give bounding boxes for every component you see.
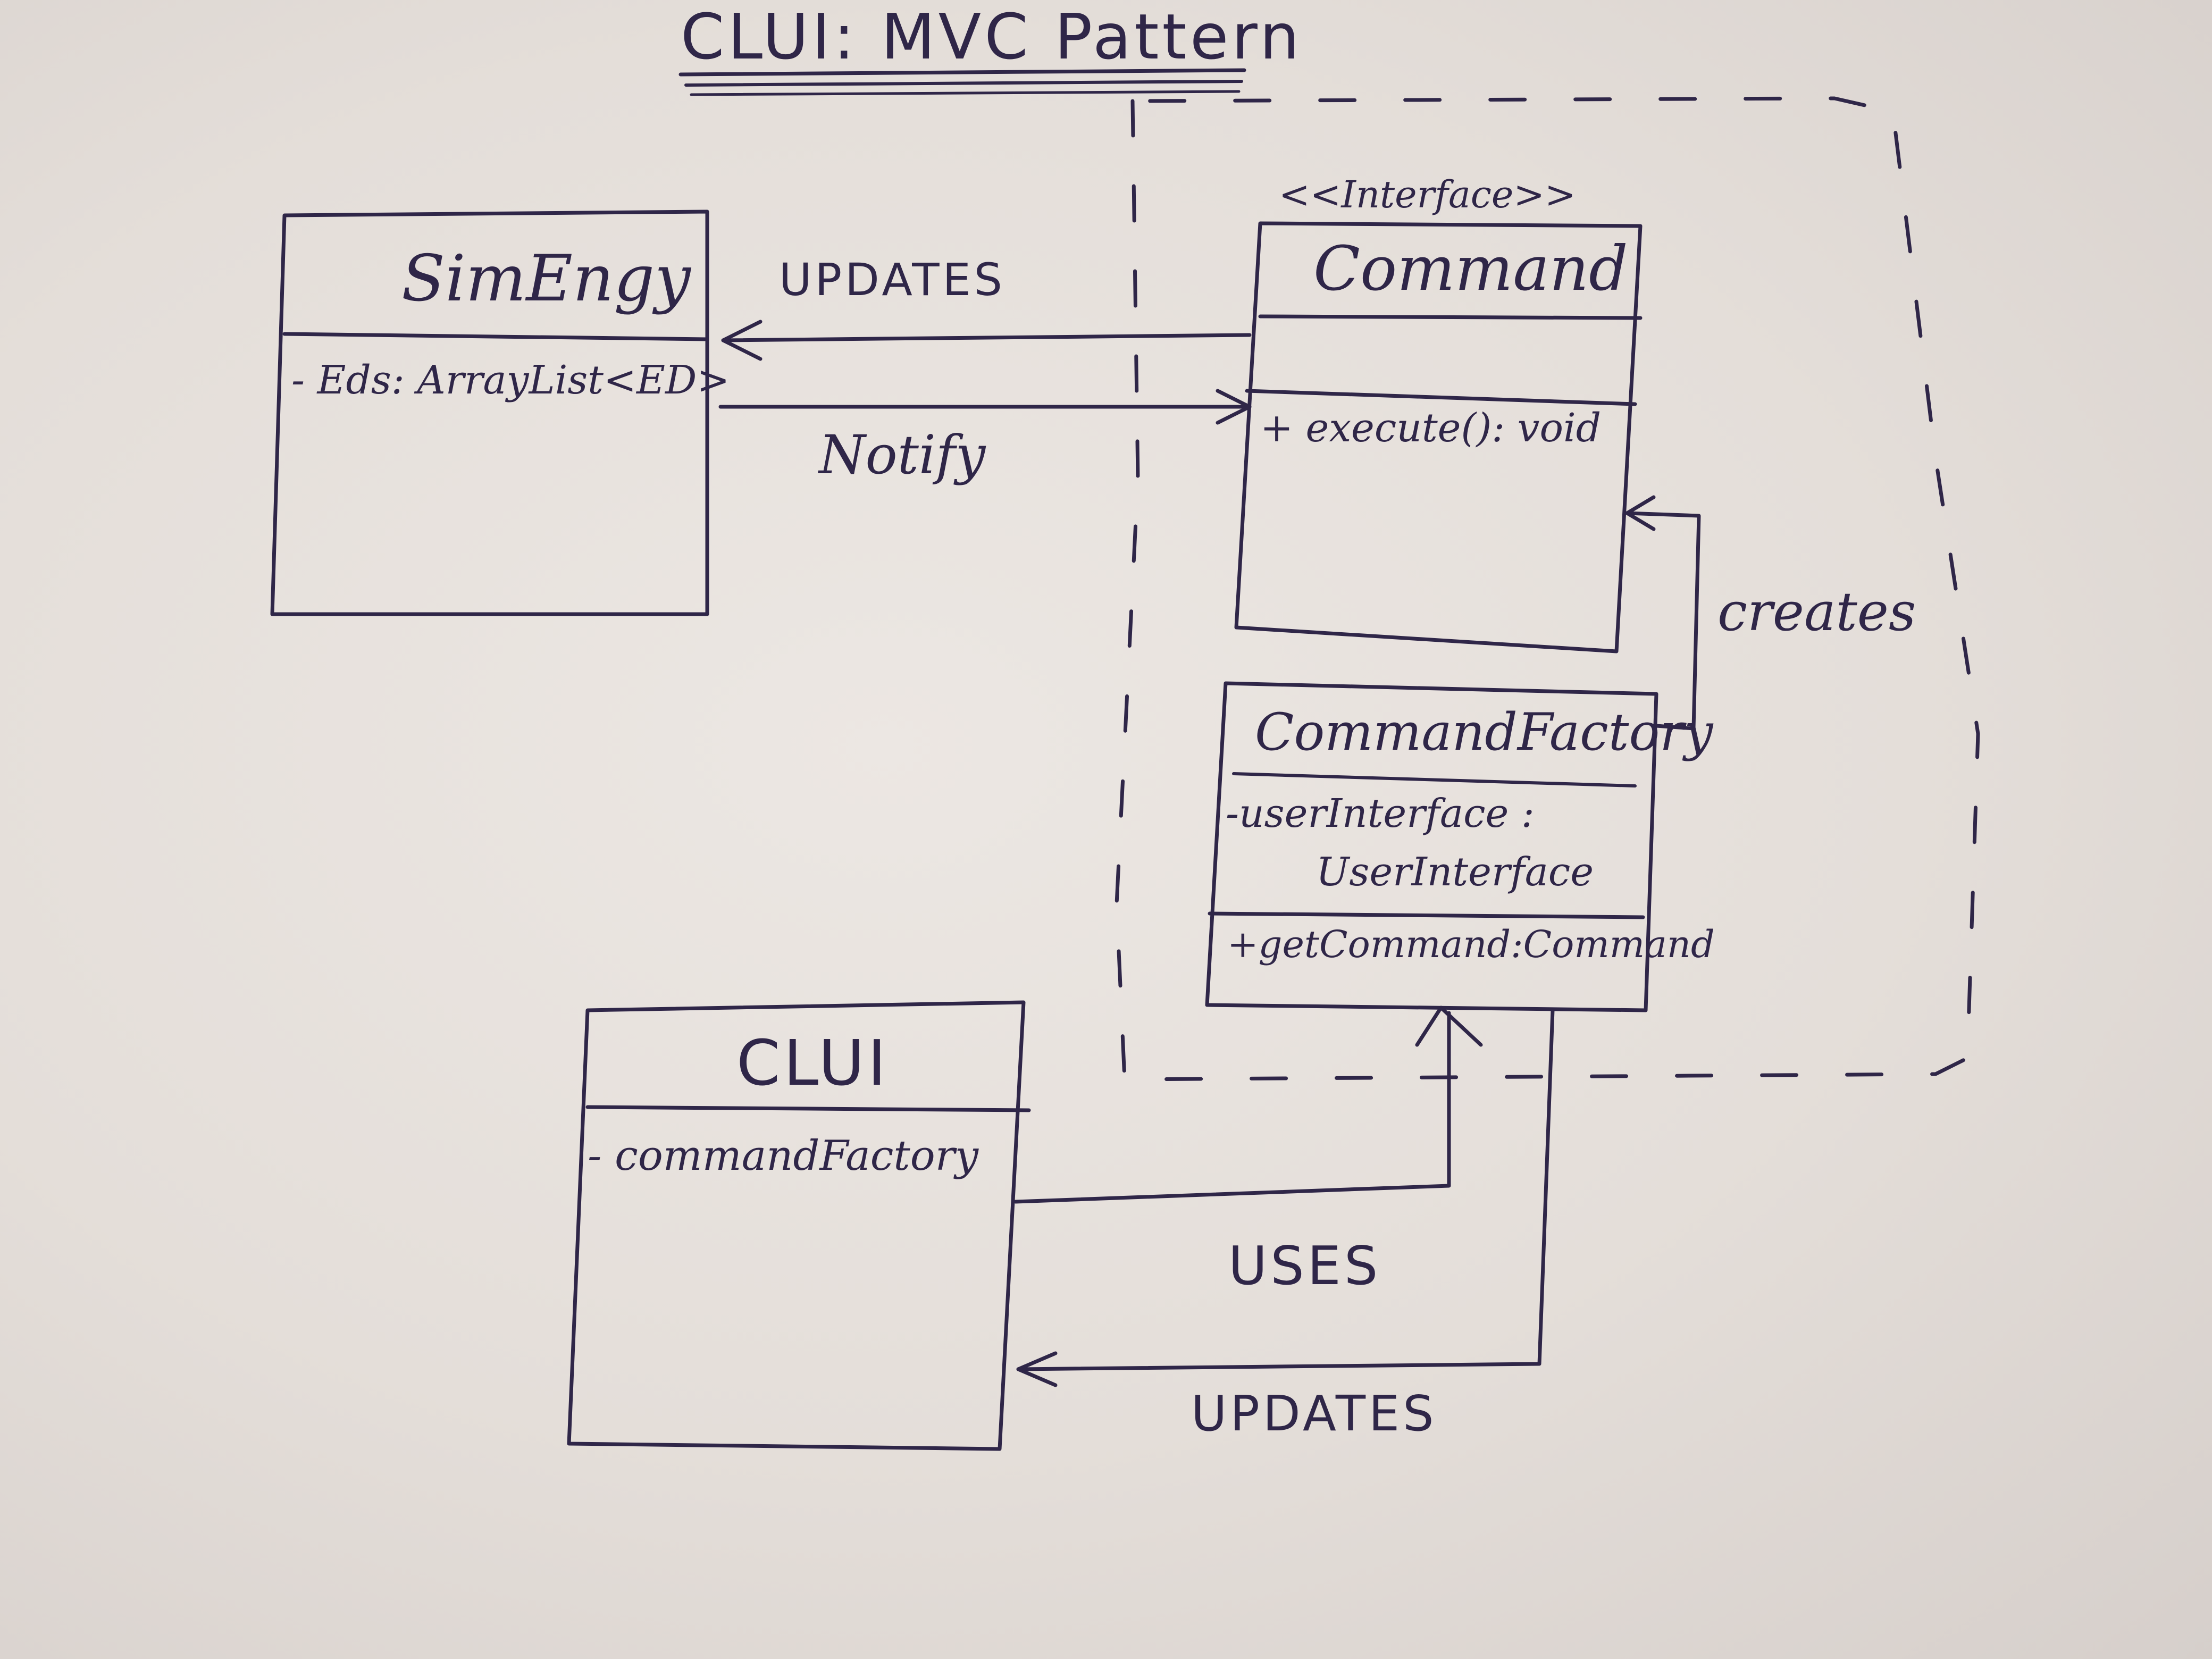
label-updates-top: UPDATES	[779, 254, 1006, 306]
label-notify: Notify	[818, 424, 986, 486]
relation-factory-updates-clui: UPDATES	[1016, 1008, 1555, 1442]
relation-factory-creates-command: creates	[1625, 495, 1916, 731]
label-uses: USES	[1228, 1235, 1381, 1297]
title-underline	[678, 68, 1246, 96]
factory-method: +getCommand:Command	[1227, 923, 1715, 966]
factory-attribute-1: -userInterface :	[1226, 791, 1535, 836]
factory-name: CommandFactory	[1255, 702, 1714, 762]
clui-attribute: - commandFactory	[588, 1132, 979, 1180]
class-command: <<Interface>> Command + execute(): void	[1234, 173, 1643, 653]
command-name: Command	[1313, 233, 1628, 305]
command-stereotype: <<Interface>>	[1279, 173, 1576, 216]
simengy-name: SimEngy	[401, 242, 692, 316]
clui-name: CLUI	[736, 1026, 889, 1100]
relation-simengy-notify-command: Notify	[718, 389, 1252, 486]
label-updates-bottom: UPDATES	[1191, 1385, 1437, 1442]
command-method: + execute(): void	[1260, 405, 1601, 451]
class-clui: CLUI - commandFactory	[567, 1000, 1031, 1451]
diagram-title: CLUI: MVC Pattern	[681, 0, 1303, 73]
factory-attribute-2: UserInterface	[1316, 849, 1594, 895]
relation-clui-uses-factory: USES	[1013, 1006, 1483, 1297]
label-creates: creates	[1717, 581, 1916, 643]
class-simengy: SimEngy - Eds: ArrayList<ED>	[270, 210, 730, 616]
relation-command-updates-simengy: UPDATES	[721, 254, 1252, 361]
class-command-factory: CommandFactory -userInterface : UserInte…	[1205, 681, 1715, 1012]
simengy-attribute: - Eds: ArrayList<ED>	[291, 357, 730, 403]
